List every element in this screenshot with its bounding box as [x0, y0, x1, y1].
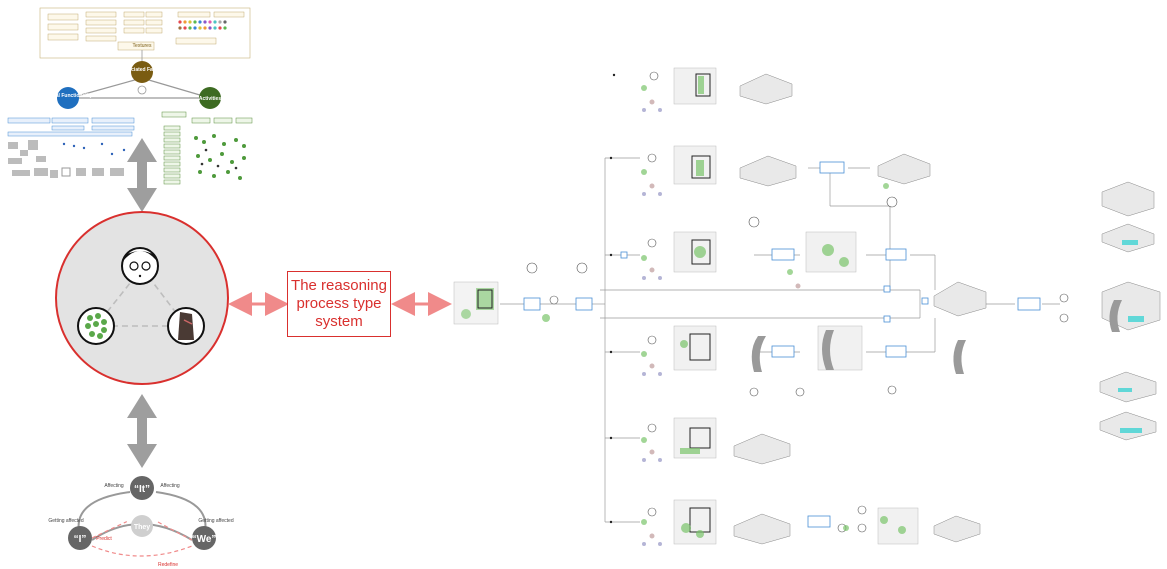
body-icon — [168, 308, 204, 344]
activities-panel — [162, 112, 252, 184]
agent-icons — [527, 72, 1068, 546]
affecting-left-label: Affecting — [104, 483, 124, 489]
affecting-right-label: Affecting — [160, 483, 180, 489]
face-icon — [122, 248, 158, 284]
predict-label: Predict — [96, 536, 112, 542]
associated-factors-label: Associated Factors — [119, 67, 165, 73]
reasoning-process-label: The reasoning process type system — [290, 277, 388, 331]
spatial-functionality-label: Spatial Functionality — [44, 93, 93, 99]
sketch-thumbnails — [454, 68, 1160, 544]
row-bullets — [610, 74, 615, 523]
factors-tree — [57, 50, 221, 109]
flow-diagram — [500, 158, 1060, 522]
they-label: They — [134, 524, 150, 531]
redefine-label: Redefine — [158, 562, 178, 568]
agents-circle — [56, 212, 228, 384]
i-label: “I” — [74, 534, 87, 545]
tree-icon — [78, 308, 114, 344]
sketch-thumbnail-icon — [454, 282, 498, 324]
getting-affected-left-label: Getting affected — [48, 518, 83, 524]
activities-label: Activities — [199, 96, 221, 102]
top-double-arrow — [127, 138, 157, 212]
getting-affected-right-label: Getting affected — [198, 518, 233, 524]
reasoning-process-box: The reasoning process type system — [287, 271, 391, 337]
bottom-double-arrow — [127, 394, 157, 468]
textures-panel — [40, 8, 250, 58]
we-label: “We” — [192, 534, 217, 545]
spatial-functionality-panel — [8, 118, 134, 178]
textures-label: Textures — [133, 43, 152, 49]
it-label: “It” — [134, 484, 150, 495]
